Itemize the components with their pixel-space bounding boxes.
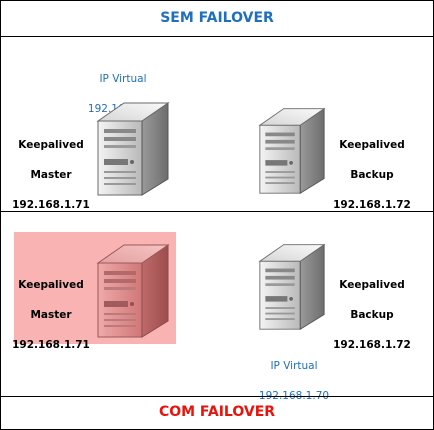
- divider-bottom: [1, 396, 433, 397]
- backup-label-bottom: Keepalived Backup 192.168.1.72: [329, 263, 415, 368]
- backup-label-top: Keepalived Backup 192.168.1.72: [329, 123, 415, 228]
- section-title-sem-failover: SEM FAILOVER: [160, 10, 274, 26]
- backup-name: Backup: [350, 309, 394, 321]
- section-title-com-failover: COM FAILOVER: [158, 404, 276, 420]
- divider-top: [1, 36, 433, 37]
- backup-ip: 192.168.1.72: [333, 339, 411, 351]
- master-label-top: Keepalived Master 192.168.1.71: [9, 123, 93, 228]
- master-ip: 192.168.1.71: [12, 199, 90, 211]
- master-name: Master: [30, 169, 72, 181]
- backup-role: Keepalived: [339, 139, 405, 151]
- server-tower-icon: [258, 243, 326, 330]
- master-role: Keepalived: [18, 139, 84, 151]
- virtual-ip-title: IP Virtual: [99, 73, 147, 85]
- server-tower-icon: [258, 107, 326, 194]
- master-role: Keepalived: [18, 279, 84, 291]
- backup-ip: 192.168.1.72: [333, 199, 411, 211]
- master-ip: 192.168.1.71: [12, 339, 90, 351]
- virtual-ip-title: IP Virtual: [270, 360, 318, 372]
- server-tower-icon: [96, 102, 170, 196]
- master-label-bottom: Keepalived Master 192.168.1.71: [9, 263, 93, 368]
- backup-role: Keepalived: [339, 279, 405, 291]
- divider-middle: [1, 211, 433, 212]
- server-tower-icon: [96, 244, 170, 338]
- master-name: Master: [30, 309, 72, 321]
- backup-name: Backup: [350, 169, 394, 181]
